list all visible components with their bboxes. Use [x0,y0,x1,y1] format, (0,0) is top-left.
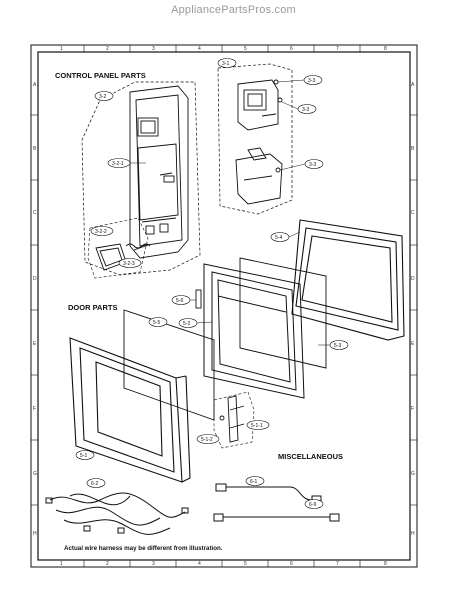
callout-3-2: 3-2 [94,91,114,101]
door-front-panel [69,337,191,483]
callout-3-2-2: 3-2-2 [90,226,114,236]
svg-text:5-1-2: 5-1-2 [201,437,213,443]
callout-6-9: 6-9 [304,499,324,509]
section-miscellaneous: MISCELLANEOUS [278,452,343,461]
col-label-top-3: 3 [152,46,155,52]
row-label-left-A: A [33,82,37,88]
row-label-left-G: G [33,471,37,477]
callout-5-5: 5-5 [148,317,168,327]
inner-frame [37,51,411,561]
col-label-bottom-8: 8 [384,561,387,567]
col-label-top-4: 4 [198,46,201,52]
wire-harness [45,492,189,535]
col-label-top-7: 7 [336,46,339,52]
svg-text:3-2-2: 3-2-2 [95,229,107,235]
col-label-top-8: 8 [384,46,387,52]
col-label-top-1: 1 [60,46,63,52]
door-inner-frame [203,263,305,399]
door-outer-frame [291,219,405,341]
pcb-bottom-unit [235,147,283,205]
col-label-bottom-2: 2 [106,561,109,567]
callout-5-2: 5-2 [178,318,213,328]
control-panel-frame [129,85,189,259]
col-label-bottom-3: 3 [152,561,155,567]
door-screen-plate [239,257,327,369]
col-label-bottom-4: 4 [198,561,201,567]
wire-harness-note: Actual wire harness may be different fro… [64,545,223,552]
watermark: AppliancePartsPros.com [171,4,296,16]
callout-5-1-1: 5-1-1 [246,420,270,430]
row-label-right-C: C [411,210,415,216]
row-ticks [31,114,417,506]
callout-6-1: 6-1 [245,476,265,486]
svg-text:5-3: 5-3 [334,343,341,349]
pcb-top-unit [237,79,283,131]
row-label-left-F: F [33,406,36,412]
callout-3-3-c: 3-3 [279,159,324,171]
row-label-right-F: F [411,406,414,412]
svg-text:3-2-3: 3-2-3 [123,261,135,267]
column-ticks [83,45,361,567]
callout-5-6: 5-6 [171,295,196,305]
svg-text:3-3: 3-3 [308,78,315,84]
row-label-left-B: B [33,146,37,152]
door-latch [219,395,245,443]
callout-3-3-a: 3-3 [277,75,323,85]
row-label-left-C: C [33,210,37,216]
callout-3-3-b: 3-3 [281,101,317,114]
svg-text:6-2: 6-2 [91,481,98,487]
svg-text:5-5: 5-5 [153,320,160,326]
door-hinge-bracket [195,289,202,309]
power-wire [215,483,322,505]
svg-text:6-9: 6-9 [309,502,316,508]
col-label-bottom-5: 5 [244,561,247,567]
callout-5-4: 5-4 [270,231,301,242]
svg-text:5-1: 5-1 [80,453,87,459]
row-label-left-H: H [33,531,37,537]
svg-text:3-1: 3-1 [222,61,229,67]
row-label-right-B: B [411,146,415,152]
svg-text:3-3: 3-3 [309,162,316,168]
row-label-right-D: D [411,276,415,282]
svg-text:5-1-1: 5-1-1 [251,423,263,429]
svg-text:5-6: 5-6 [176,298,183,304]
latch-dashed-boundary [213,391,255,449]
col-label-bottom-7: 7 [336,561,339,567]
col-label-top-5: 5 [244,46,247,52]
outer-frame [30,44,418,568]
callout-5-1-2: 5-1-2 [196,434,220,444]
col-label-bottom-1: 1 [60,561,63,567]
callout-5-1: 5-1 [75,450,95,460]
svg-text:3-3: 3-3 [302,107,309,113]
door-glass-panel [123,309,215,421]
control-panel-dashed-boundary [81,81,201,276]
col-label-top-2: 2 [106,46,109,52]
row-label-right-A: A [411,82,415,88]
pcb-dashed-boundary [217,63,293,215]
button-dashed-boundary [87,217,149,279]
svg-text:3-2-1: 3-2-1 [112,161,124,167]
row-label-right-H: H [411,531,415,537]
svg-text:5-2: 5-2 [183,321,190,327]
callout-3-1: 3-1 [217,58,237,68]
col-label-top-6: 6 [290,46,293,52]
callout-6-2: 6-2 [86,478,106,488]
callout-5-3: 5-3 [318,340,349,350]
row-label-left-D: D [33,276,37,282]
svg-text:5-4: 5-4 [275,235,282,241]
row-label-right-E: E [411,341,415,347]
section-door-parts: DOOR PARTS [68,303,117,312]
row-label-right-G: G [411,471,415,477]
svg-text:6-1: 6-1 [250,479,257,485]
ground-wire [213,513,340,522]
callout-3-2-1: 3-2-1 [107,158,146,168]
col-label-bottom-6: 6 [290,561,293,567]
row-label-left-E: E [33,341,37,347]
svg-text:3-2: 3-2 [99,94,106,100]
callout-3-2-3: 3-2-3 [118,258,142,268]
section-control-panel-parts: CONTROL PANEL PARTS [55,71,146,80]
